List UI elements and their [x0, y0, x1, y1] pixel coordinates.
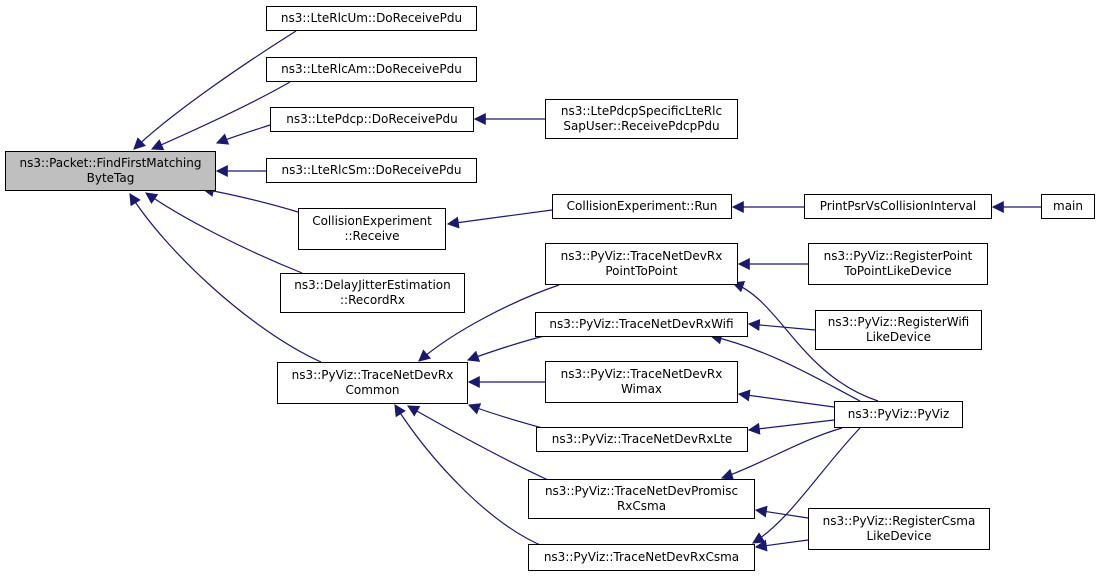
edge-pyviz-to-p2p — [731, 281, 879, 402]
node-lterlcum-doreceivepdu[interactable]: ns3::LteRlcUm::DoReceivePdu — [266, 6, 477, 31]
edge-pyviz-to-wimax — [737, 389, 835, 408]
edge-regcsma-to-promisc — [754, 505, 809, 519]
node-lterlcsm-doreceivepdu[interactable]: ns3::LteRlcSm::DoReceivePdu — [266, 158, 477, 183]
edge-rlcum-to-root — [133, 30, 297, 150]
edge-pyviz-to-wifi — [709, 332, 861, 402]
edge-pdcp-to-root — [215, 124, 271, 145]
node-pyviz-pyviz[interactable]: ns3::PyViz::PyViz — [834, 401, 963, 428]
node-pyviz-tracenetdevrxlte[interactable]: ns3::PyViz::TraceNetDevRxLte — [536, 427, 748, 452]
node-pyviz-tracenetdevrxcsma[interactable]: ns3::PyViz::TraceNetDevRxCsma — [528, 544, 755, 571]
edge-pyviz-to-csma — [751, 427, 861, 544]
edge-common-to-root — [129, 192, 322, 363]
edge-regwifi-to-wifi — [747, 319, 816, 331]
edge-wifi-to-common — [466, 334, 549, 362]
edge-rlcam-to-root — [150, 81, 291, 151]
edge-pyviz-to-lte — [747, 419, 835, 435]
node-main[interactable]: main — [1041, 194, 1095, 219]
node-ltepdcp-doreceivepdu[interactable]: ns3::LtePdcp::DoReceivePdu — [270, 107, 474, 132]
edge-regcsma-to-csma — [754, 539, 809, 552]
edge-p2p-to-common — [418, 284, 560, 362]
node-lterlcam-doreceivepdu[interactable]: ns3::LteRlcAm::DoReceivePdu — [266, 57, 477, 82]
node-pyviz-tracenetdevrxwifi[interactable]: ns3::PyViz::TraceNetDevRxWifi — [535, 312, 748, 337]
edge-delayjitter-to-root — [145, 192, 303, 274]
node-collisionexperiment-run[interactable]: CollisionExperiment::Run — [552, 194, 732, 219]
edge-pyviz-to-promisc — [720, 427, 843, 481]
node-collisionexperiment-receive[interactable]: CollisionExperiment::Receive — [298, 208, 446, 250]
edge-collrun-to-collrecv — [446, 209, 553, 229]
edge-promisc-to-common — [406, 405, 549, 481]
node-printpsrvscollisioninterval[interactable]: PrintPsrVsCollisionInterval — [804, 194, 992, 219]
edge-csma-to-common — [394, 403, 546, 548]
node-delayjitterestimation-recordrx[interactable]: ns3::DelayJitterEstimation::RecordRx — [280, 273, 465, 313]
edge-collrecv-to-root — [201, 185, 299, 213]
